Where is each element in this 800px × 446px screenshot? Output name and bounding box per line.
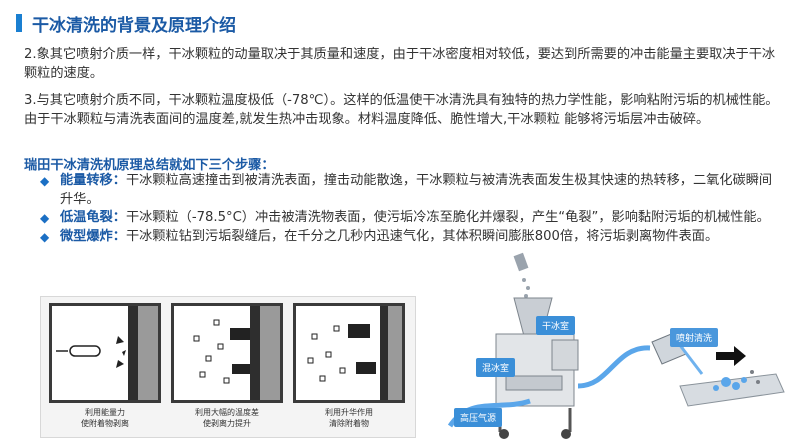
caption-line: 使附着物剥离 <box>81 419 129 428</box>
caption-line: 清除附着物 <box>329 419 369 428</box>
caption-line: 利用升华作用 <box>325 408 373 417</box>
step-energy-transfer: ◆ 能量转移：干冰颗粒高速撞击到被清洗表面，撞击动能散逸，干冰颗粒与被清洗表面发… <box>38 172 778 209</box>
paragraph-2: 2.象其它喷射介质一样，干冰颗粒的动量取决于其质量和速度，由于干冰密度相对较低，… <box>24 47 776 81</box>
mixing-chamber-label: 混冰室 <box>476 358 516 377</box>
title-accent-mark <box>16 14 22 32</box>
caption-energy: 利用能量力 使附着物剥离 <box>49 407 161 429</box>
step-term: 低温龟裂： <box>60 210 126 225</box>
thermal-shock-panel <box>171 303 283 403</box>
step-list: ◆ 能量转移：干冰颗粒高速撞击到被清洗表面，撞击动能散逸，干冰颗粒与被清洗表面发… <box>38 172 778 246</box>
caption-sublimation: 利用升华作用 清除附着物 <box>293 407 405 429</box>
step-description: 干冰颗粒高速撞击到被清洗表面，撞击动能散逸，干冰颗粒与被清洗表面发生极其快速的热… <box>60 173 773 207</box>
principle-illustration: 利用能量力 使附着物剥离 利用大幅的温度差 使剥离力提升 利用升华作用 清除附着… <box>40 296 416 438</box>
step-description: 干冰颗粒（-78.5°C）冲击被清洗物表面，使污垢冷冻至脆化并爆裂，产生“龟裂”… <box>125 210 770 225</box>
machine-diagram: 干冰室 混冰室 高压气源 喷射清洗 <box>440 236 790 442</box>
caption-line: 利用能量力 <box>85 408 125 417</box>
caption-thermal: 利用大幅的温度差 使剥离力提升 <box>171 407 283 429</box>
sublimation-panel <box>293 303 405 403</box>
diamond-bullet-icon: ◆ <box>40 211 50 225</box>
spray-cleaning-label: 喷射清洗 <box>670 328 719 347</box>
step-micro-explosion: ◆ 微型爆炸：干冰颗粒钻到污垢裂缝后，在千分之几秒内迅速气化，其体积瞬间膨胀80… <box>38 228 778 247</box>
energy-impact-panel <box>49 303 161 403</box>
air-source-label: 高压气源 <box>454 408 503 427</box>
step-term: 能量转移： <box>60 173 126 188</box>
header: 干冰清洗的背景及原理介绍 <box>0 0 800 40</box>
caption-line: 使剥离力提升 <box>203 419 251 428</box>
diamond-bullet-icon: ◆ <box>40 174 50 188</box>
caption-line: 利用大幅的温度差 <box>195 408 259 417</box>
paragraph-3: 3.与其它喷射介质不同，干冰颗粒温度极低（-78℃）。这样的低温使干冰清洗具有独… <box>24 93 779 127</box>
step-term: 微型爆炸： <box>60 228 126 244</box>
step-low-temp-cracking: ◆ 低温龟裂：干冰颗粒（-78.5°C）冲击被清洗物表面，使污垢冷冻至脆化并爆裂… <box>38 209 778 228</box>
page-title: 干冰清洗的背景及原理介绍 <box>32 16 236 36</box>
summary-heading: 瑞田干冰清洗机原理总结就如下三个步骤： <box>24 158 275 173</box>
dry-ice-chamber-label: 干冰室 <box>536 316 576 335</box>
step-description: 干冰颗粒钻到污垢裂缝后，在千分之几秒内迅速气化，其体积瞬间膨胀800倍，将污垢剥… <box>125 228 719 244</box>
diamond-bullet-icon: ◆ <box>40 229 50 244</box>
